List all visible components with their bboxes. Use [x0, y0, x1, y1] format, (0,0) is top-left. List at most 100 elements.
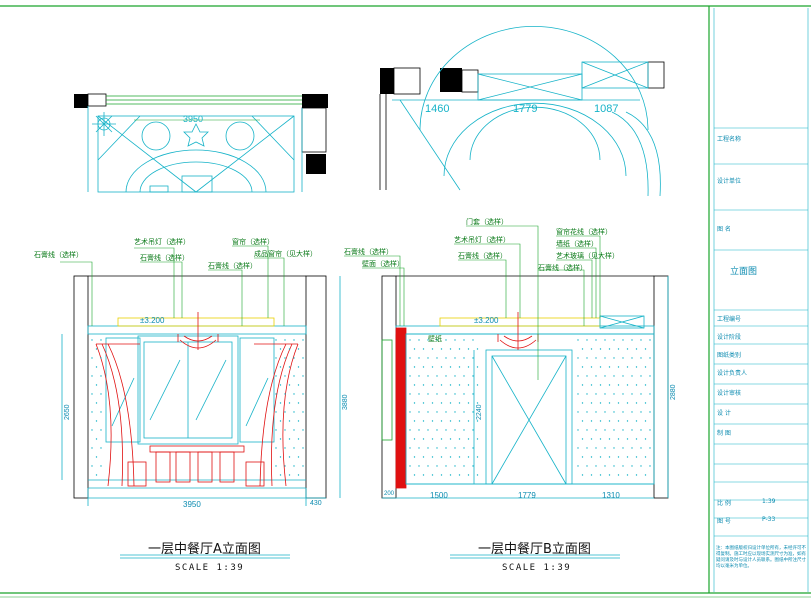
wallpaper-dot	[418, 411, 420, 413]
wallpaper-dot	[577, 393, 579, 395]
elevation-b	[344, 225, 669, 499]
wallpaper-dot	[640, 393, 642, 395]
wallpaper-dot	[91, 465, 93, 467]
wallpaper-dot	[635, 402, 638, 404]
wallpaper-dot	[284, 375, 286, 377]
wallpaper-dot	[476, 474, 479, 476]
wallpaper-dot	[631, 393, 633, 395]
wallpaper-dot	[409, 393, 411, 395]
wallpaper-dot	[275, 375, 277, 377]
wallpaper-dot	[297, 366, 300, 368]
wallpaper-dot	[293, 465, 295, 467]
wallpaper-dot	[275, 411, 277, 413]
wallpaper-dot	[95, 384, 98, 386]
wallpaper-dot	[409, 357, 411, 359]
title-block-row-label: 设计负责人	[717, 370, 748, 377]
wallpaper-dot	[297, 456, 300, 458]
wallpaper-dot	[467, 384, 470, 386]
wallpaper-dot	[640, 411, 642, 413]
wallpaper-dot	[622, 357, 624, 359]
wallpaper-dot	[293, 429, 295, 431]
wallpaper-dot	[467, 456, 470, 458]
wallpaper-dot	[617, 384, 620, 386]
wallpaper-dot	[467, 402, 470, 404]
plan-b-dim-1: 1460	[425, 103, 449, 115]
wallpaper-dot	[436, 465, 438, 467]
wallpaper-dot	[449, 456, 452, 458]
wallpaper-dot	[302, 447, 304, 449]
wallpaper-dot	[275, 429, 277, 431]
wallpaper-dot	[631, 429, 633, 431]
wallpaper-dot	[302, 429, 304, 431]
wallpaper-dot	[454, 393, 456, 395]
wallpaper-dot	[476, 366, 479, 368]
wallpaper-dot	[431, 402, 434, 404]
wallpaper-dot	[640, 429, 642, 431]
title-block-row-label: 图纸类别	[717, 352, 742, 359]
wallpaper-dot	[100, 375, 102, 377]
wallpaper-dot	[635, 384, 638, 386]
elev-b-label-9: 石膏线（选样）	[538, 264, 587, 272]
wallpaper-dot	[595, 357, 597, 359]
wallpaper-dot	[626, 420, 629, 422]
wallpaper-dot	[644, 420, 647, 422]
wallpaper-dot	[275, 447, 277, 449]
wallpaper-dot	[440, 348, 443, 350]
title-block-row-label: 设计审核	[717, 390, 742, 397]
wallpaper-dot	[463, 465, 465, 467]
wallpaper-dot	[293, 393, 295, 395]
wallpaper-dot	[608, 348, 611, 350]
wallpaper-dot	[91, 339, 93, 341]
wallpaper-dot	[626, 348, 629, 350]
wallpaper-dot	[467, 420, 470, 422]
wallpaper-dot	[409, 375, 411, 377]
wallpaper-dot	[440, 402, 443, 404]
wallpaper-dot	[622, 339, 624, 341]
wallpaper-dot	[91, 357, 93, 359]
wallpaper-dot	[577, 357, 579, 359]
wallpaper-dot	[595, 393, 597, 395]
wallpaper-dot	[590, 438, 593, 440]
wallpaper-dot	[440, 474, 443, 476]
wallpaper-dot	[613, 447, 615, 449]
elev-a-label-2: 艺术吊灯（选样）	[134, 238, 190, 246]
wallpaper-dot	[445, 447, 447, 449]
elev-a-label-4: 窗帘（选样）	[232, 238, 274, 246]
wallpaper-dot	[458, 456, 461, 458]
wallpaper-dot	[472, 411, 474, 413]
wallpaper-dot	[284, 393, 286, 395]
wallpaper-dot	[581, 366, 584, 368]
wallpaper-dot	[436, 393, 438, 395]
wallpaper-dot	[293, 339, 295, 341]
wallpaper-dot	[427, 447, 429, 449]
wallpaper-dot	[631, 465, 633, 467]
wallpaper-dot	[279, 420, 282, 422]
title-block-row-label: 设 计	[717, 410, 731, 417]
wallpaper-dot	[613, 465, 615, 467]
elevation-b-scale: SCALE 1:39	[502, 563, 572, 573]
wallpaper-dot	[275, 465, 277, 467]
wallpaper-dot	[436, 357, 438, 359]
wallpaper-dot	[640, 375, 642, 377]
wallpaper-dot	[599, 348, 602, 350]
wallpaper-dot	[413, 456, 416, 458]
elev-a-dim-height-inner: 2650	[64, 404, 71, 420]
elev-a-label-6: 石膏线（选样）	[208, 262, 257, 270]
wallpaper-dot	[297, 348, 300, 350]
wallpaper-dot	[418, 393, 420, 395]
wallpaper-dot	[586, 375, 588, 377]
wallpaper-dot	[427, 339, 429, 341]
elev-b-label-1: 门套（选样）	[466, 218, 508, 226]
plan-a-dim: 3950	[183, 114, 203, 124]
wallpaper-dot	[293, 411, 295, 413]
wallpaper-dot	[279, 402, 282, 404]
wallpaper-dot	[95, 348, 98, 350]
wallpaper-dot	[622, 447, 624, 449]
wallpaper-dot	[297, 438, 300, 440]
wallpaper-dot	[622, 411, 624, 413]
wallpaper-dot	[586, 447, 588, 449]
wallpaper-dot	[604, 411, 606, 413]
title-block-row-label: 工程名称	[717, 136, 742, 143]
wallpaper-dot	[586, 357, 588, 359]
wallpaper-dot	[649, 357, 651, 359]
